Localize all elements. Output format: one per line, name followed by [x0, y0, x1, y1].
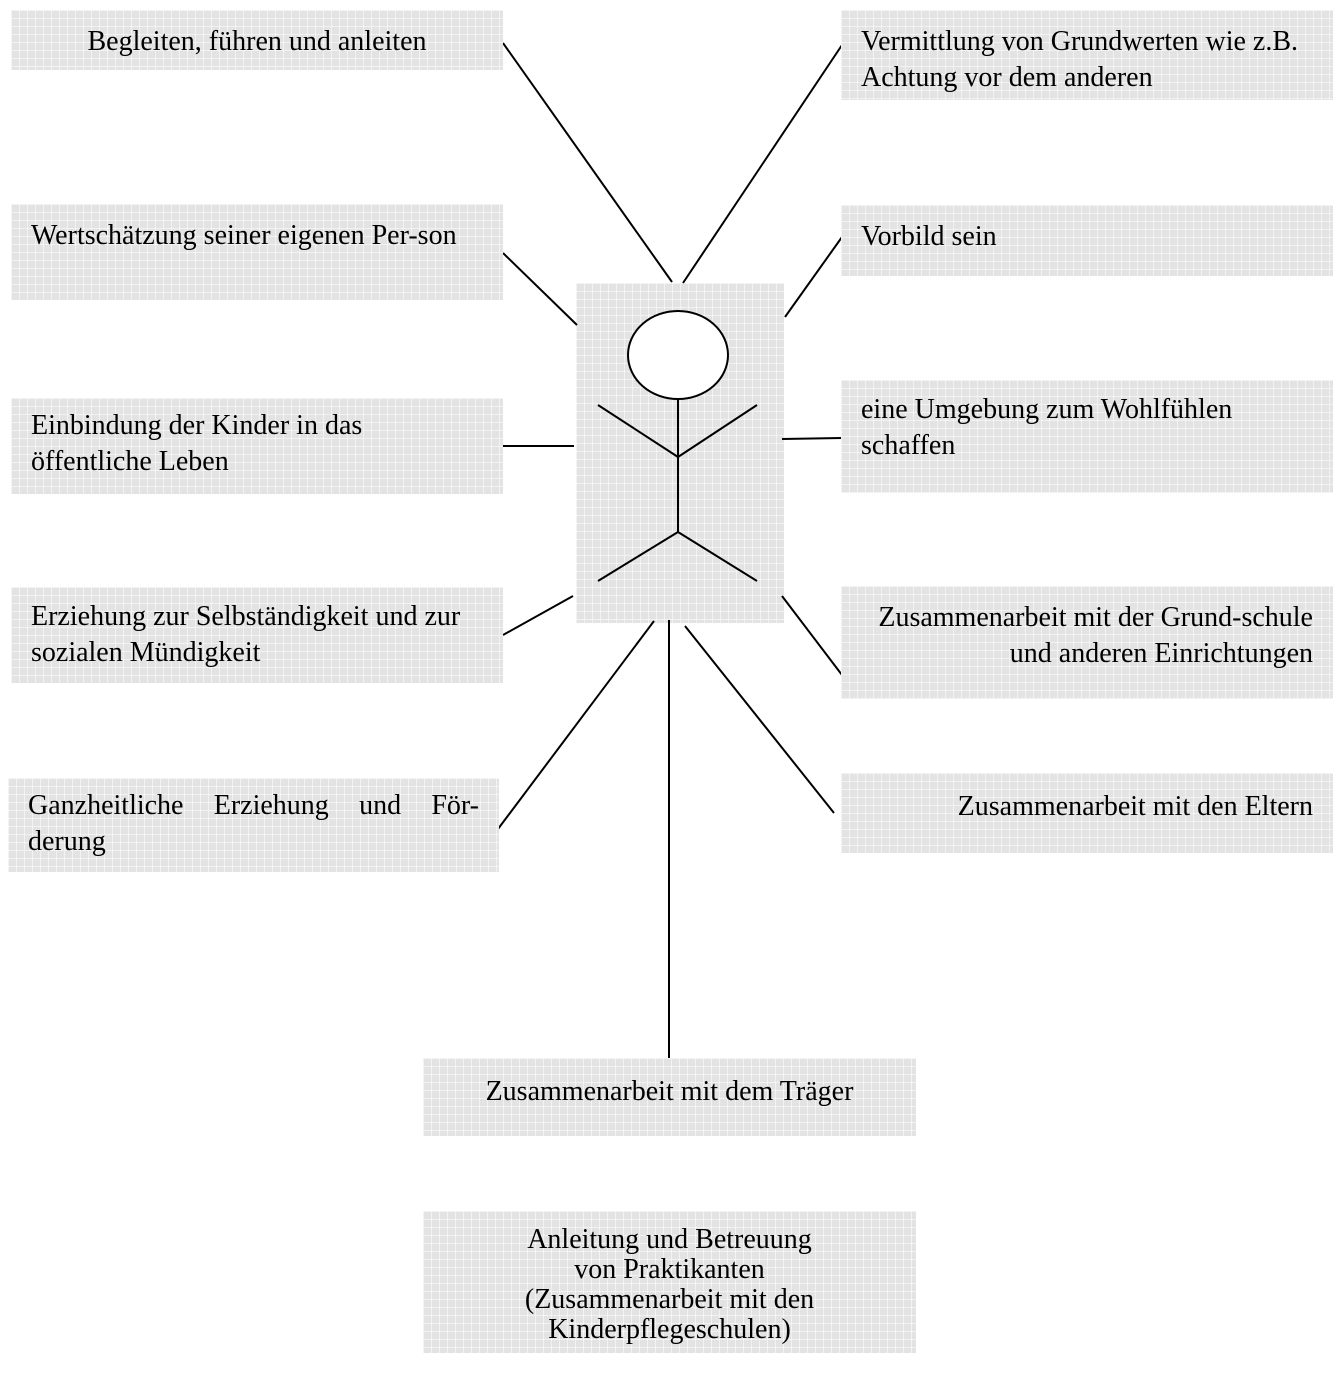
box-umgebung: eine Umgebung zum Wohlfühlen schaffen: [841, 380, 1333, 493]
line-vorbild: [784, 236, 843, 318]
figure-leg-left: [597, 531, 679, 582]
line-umgebung: [781, 437, 843, 440]
box-text: Vermittlung von Grundwerten wie z.B. Ach…: [861, 26, 1299, 93]
box-eltern: Zusammenarbeit mit den Eltern: [841, 773, 1333, 853]
line-wertschaetzung: [502, 252, 578, 326]
line-eltern: [684, 625, 835, 814]
box-text: eine Umgebung zum Wohlfühlen schaffen: [861, 394, 1233, 461]
box-line: von Praktikanten: [574, 1254, 765, 1285]
box-begleiten: Begleiten, führen und anleiten: [11, 10, 503, 70]
box-traeger: Zusammenarbeit mit dem Träger: [423, 1058, 916, 1136]
line-erziehung: [502, 595, 574, 636]
box-line: Anleitung und Betreuung: [527, 1224, 812, 1255]
line-grundschule: [781, 595, 843, 676]
figure-arm-right: [677, 404, 758, 458]
box-text: Begleiten, führen und anleiten: [87, 26, 427, 57]
box-text: Einbindung der Kinder in das öffentliche…: [31, 410, 363, 477]
box-text: Ganzheitliche Erziehung und För-derung: [28, 790, 479, 857]
box-line: (Zusammenarbeit mit den: [524, 1284, 815, 1315]
figure-arm-left: [597, 404, 679, 458]
box-line: Kinderpflegeschulen): [548, 1314, 791, 1345]
box-text: Zusammenarbeit mit den Eltern: [957, 791, 1313, 822]
line-begleiten: [502, 42, 673, 283]
box-einbindung: Einbindung der Kinder in das öffentliche…: [11, 398, 503, 494]
box-wertschaetzung: Wertschätzung seiner eigenen Per-son: [11, 204, 503, 300]
box-text: Vorbild sein: [861, 221, 997, 252]
box-erziehung-selbstaendigkeit: Erziehung zur Selbständigkeit und zur so…: [11, 587, 503, 683]
box-grundschule: Zusammenarbeit mit der Grund-schule und …: [841, 586, 1333, 699]
box-ganzheitlich: Ganzheitliche Erziehung und För-derung: [8, 778, 499, 872]
figure-head: [627, 310, 729, 400]
figure-leg-right: [677, 531, 758, 582]
line-grundwerte: [682, 44, 843, 284]
box-grundwerte: Vermittlung von Grundwerten wie z.B. Ach…: [841, 10, 1333, 100]
box-text: Zusammenarbeit mit dem Träger: [485, 1076, 854, 1107]
stick-figure: [597, 310, 758, 582]
line-ganzheitlich: [497, 620, 655, 830]
box-vorbild: Vorbild sein: [841, 205, 1333, 276]
box-text: Erziehung zur Selbständigkeit und zur so…: [31, 601, 461, 668]
box-praktikanten: Anleitung und Betreuung von Praktikanten…: [423, 1211, 916, 1353]
box-text: Zusammenarbeit mit der Grund-schule und …: [878, 602, 1313, 669]
box-text: Wertschätzung seiner eigenen Per-son: [31, 220, 457, 251]
